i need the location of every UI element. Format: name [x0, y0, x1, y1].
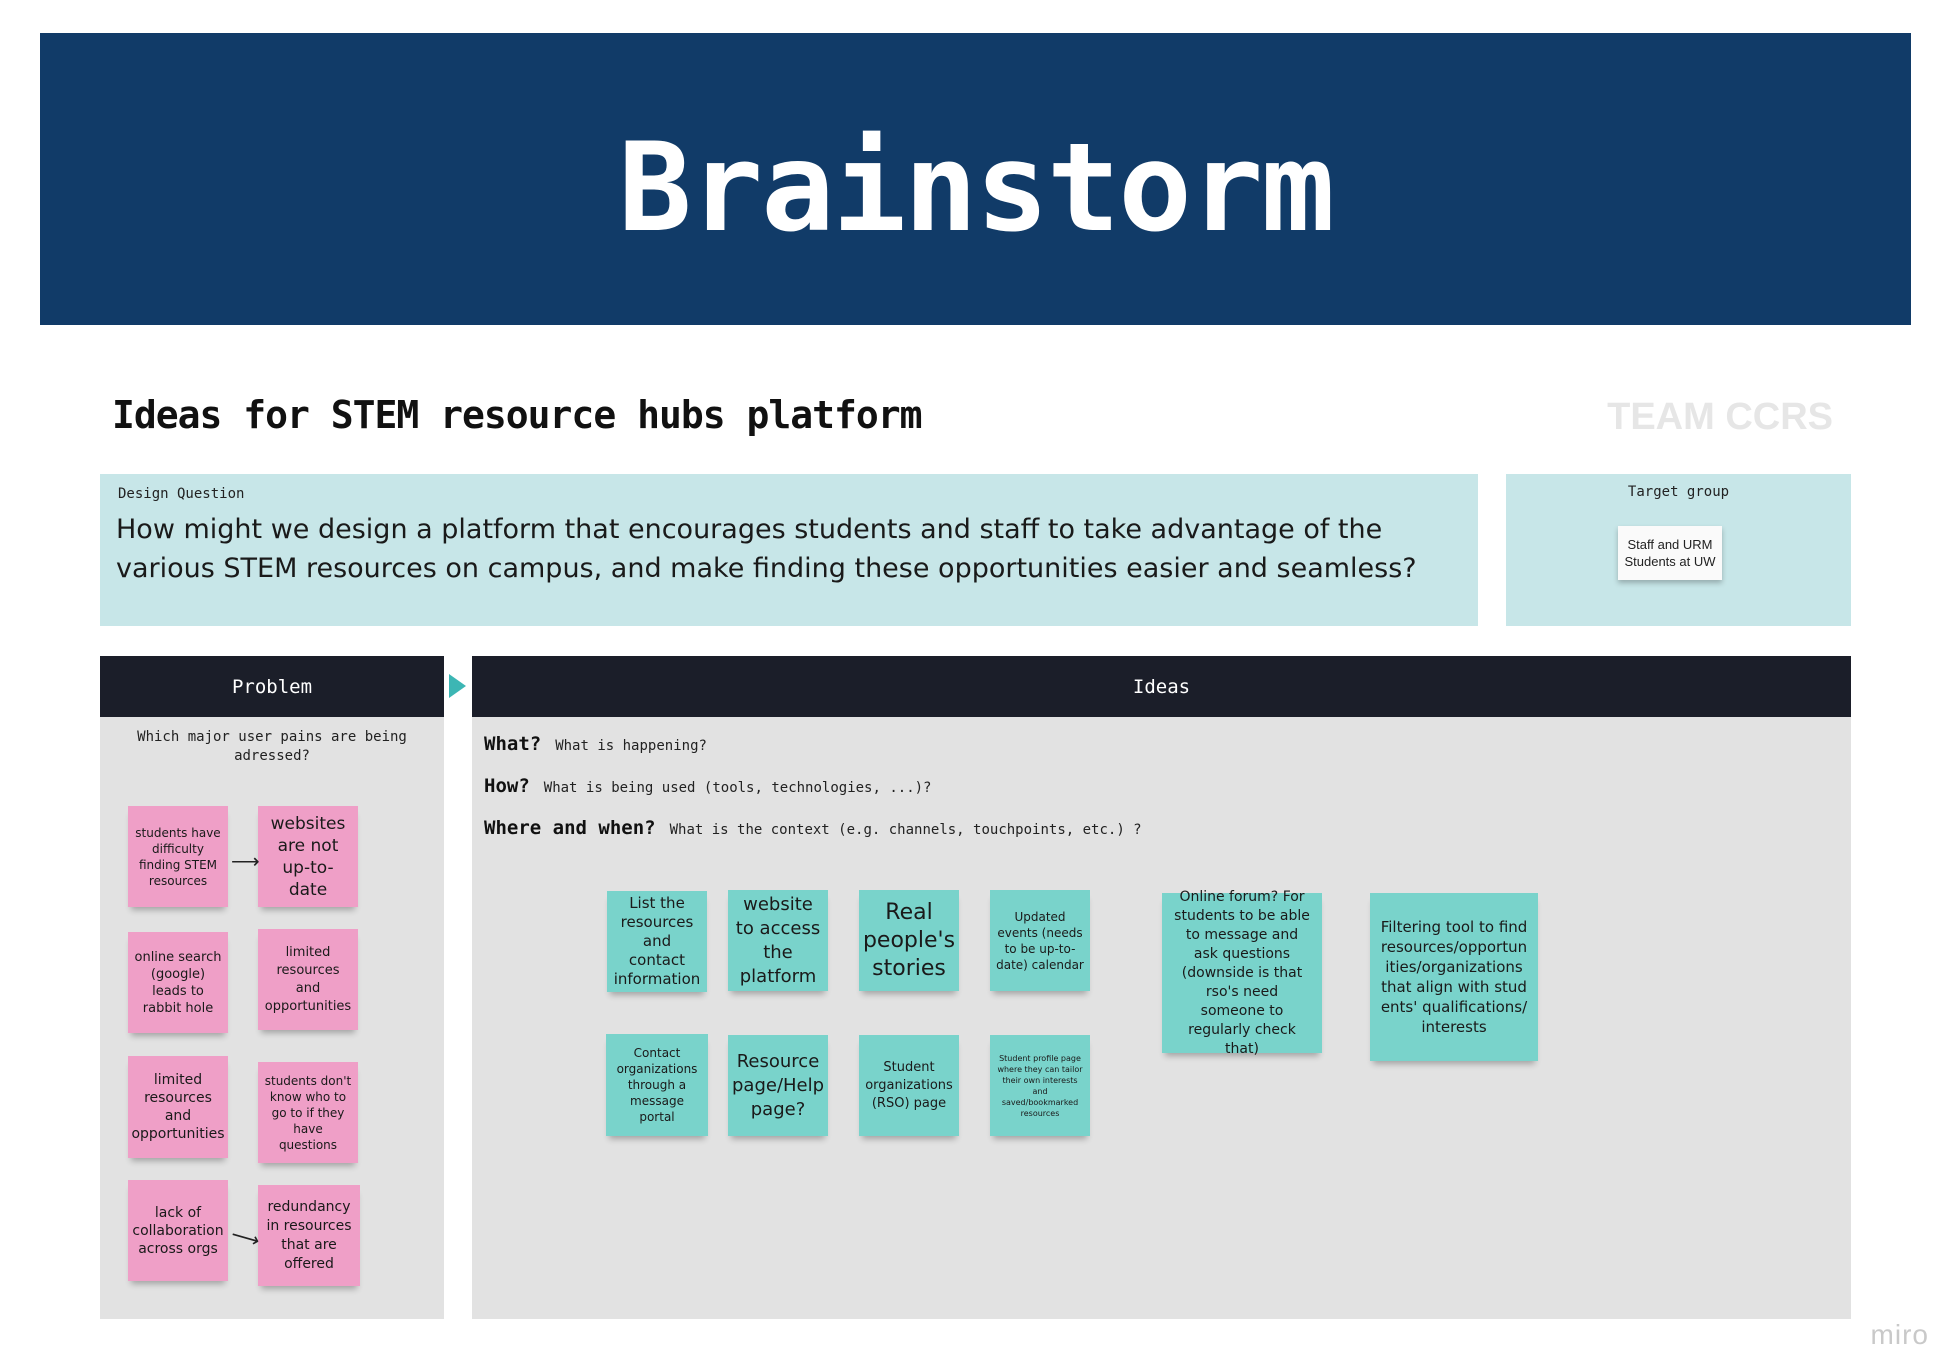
- prompt-how: How? What is being used (tools, technolo…: [484, 775, 932, 797]
- sticky-note[interactable]: students don't know who to go to if they…: [258, 1062, 358, 1163]
- banner-title: Brainstorm: [618, 117, 1335, 259]
- sticky-note[interactable]: Student profile page where they can tail…: [990, 1035, 1090, 1136]
- prompt-text: What is happening?: [555, 738, 707, 754]
- brainstorm-banner[interactable]: Brainstorm: [40, 33, 1911, 325]
- target-group-note[interactable]: Staff and URM Students at UW: [1618, 526, 1722, 580]
- design-question-text: How might we design a platform that enco…: [116, 514, 1417, 584]
- arrow-right-icon: [449, 674, 466, 698]
- prompt-where-when: Where and when? What is the context (e.g…: [484, 817, 1142, 839]
- design-question-label: Design Question: [118, 486, 245, 502]
- prompt-text: What is being used (tools, technologies,…: [543, 780, 932, 796]
- sticky-note[interactable]: websites are not up-to-date: [258, 806, 358, 907]
- sticky-note[interactable]: lack of collaboration across orgs: [128, 1180, 228, 1281]
- sticky-note[interactable]: Online forum? For students to be able to…: [1162, 889, 1322, 1057]
- sticky-note[interactable]: redundancy in resources that are offered: [258, 1185, 360, 1286]
- problem-question: Which major user pains are being adresse…: [137, 729, 407, 764]
- design-question-frame[interactable]: Design Question How might we design a pl…: [100, 474, 1478, 626]
- sticky-note[interactable]: limited resources and opportunities: [128, 1056, 228, 1158]
- ideas-header: Ideas: [472, 656, 1851, 717]
- arrow-right-icon: ⟶: [231, 851, 260, 873]
- sticky-note[interactable]: Resource page/Help page?: [728, 1035, 828, 1136]
- sticky-note[interactable]: website to access the platform: [728, 890, 828, 991]
- sticky-note[interactable]: Real people's stories: [859, 890, 959, 991]
- prompt-what: What? What is happening?: [484, 733, 707, 755]
- sticky-note[interactable]: List the resources and contact informati…: [607, 891, 707, 992]
- sticky-note[interactable]: Filtering tool to find resources/opportu…: [1370, 893, 1538, 1061]
- sticky-note[interactable]: limited resources and opportunities: [258, 929, 358, 1030]
- sticky-note[interactable]: Student organizations (RSO) page: [859, 1035, 959, 1136]
- prompt-text: What is the context (e.g. channels, touc…: [669, 822, 1142, 838]
- prompt-key: What?: [484, 733, 542, 755]
- miro-logo: miro: [1870, 1319, 1929, 1350]
- prompt-key: Where and when?: [484, 817, 656, 839]
- problem-header: Problem: [100, 656, 444, 717]
- target-group-frame[interactable]: Target group Staff and URM Students at U…: [1506, 474, 1851, 626]
- sticky-note[interactable]: online search (google) leads to rabbit h…: [128, 932, 228, 1033]
- prompt-key: How?: [484, 775, 530, 797]
- board-title: Ideas for STEM resource hubs platform: [112, 393, 922, 437]
- team-name: TEAM CCRS: [1607, 396, 1833, 438]
- sticky-note[interactable]: students have difficulty finding STEM re…: [128, 806, 228, 907]
- target-group-label: Target group: [1627, 484, 1730, 500]
- sticky-note[interactable]: Contact organizations through a message …: [606, 1034, 708, 1136]
- sticky-note[interactable]: Updated events (needs to be up-to-date) …: [990, 890, 1090, 991]
